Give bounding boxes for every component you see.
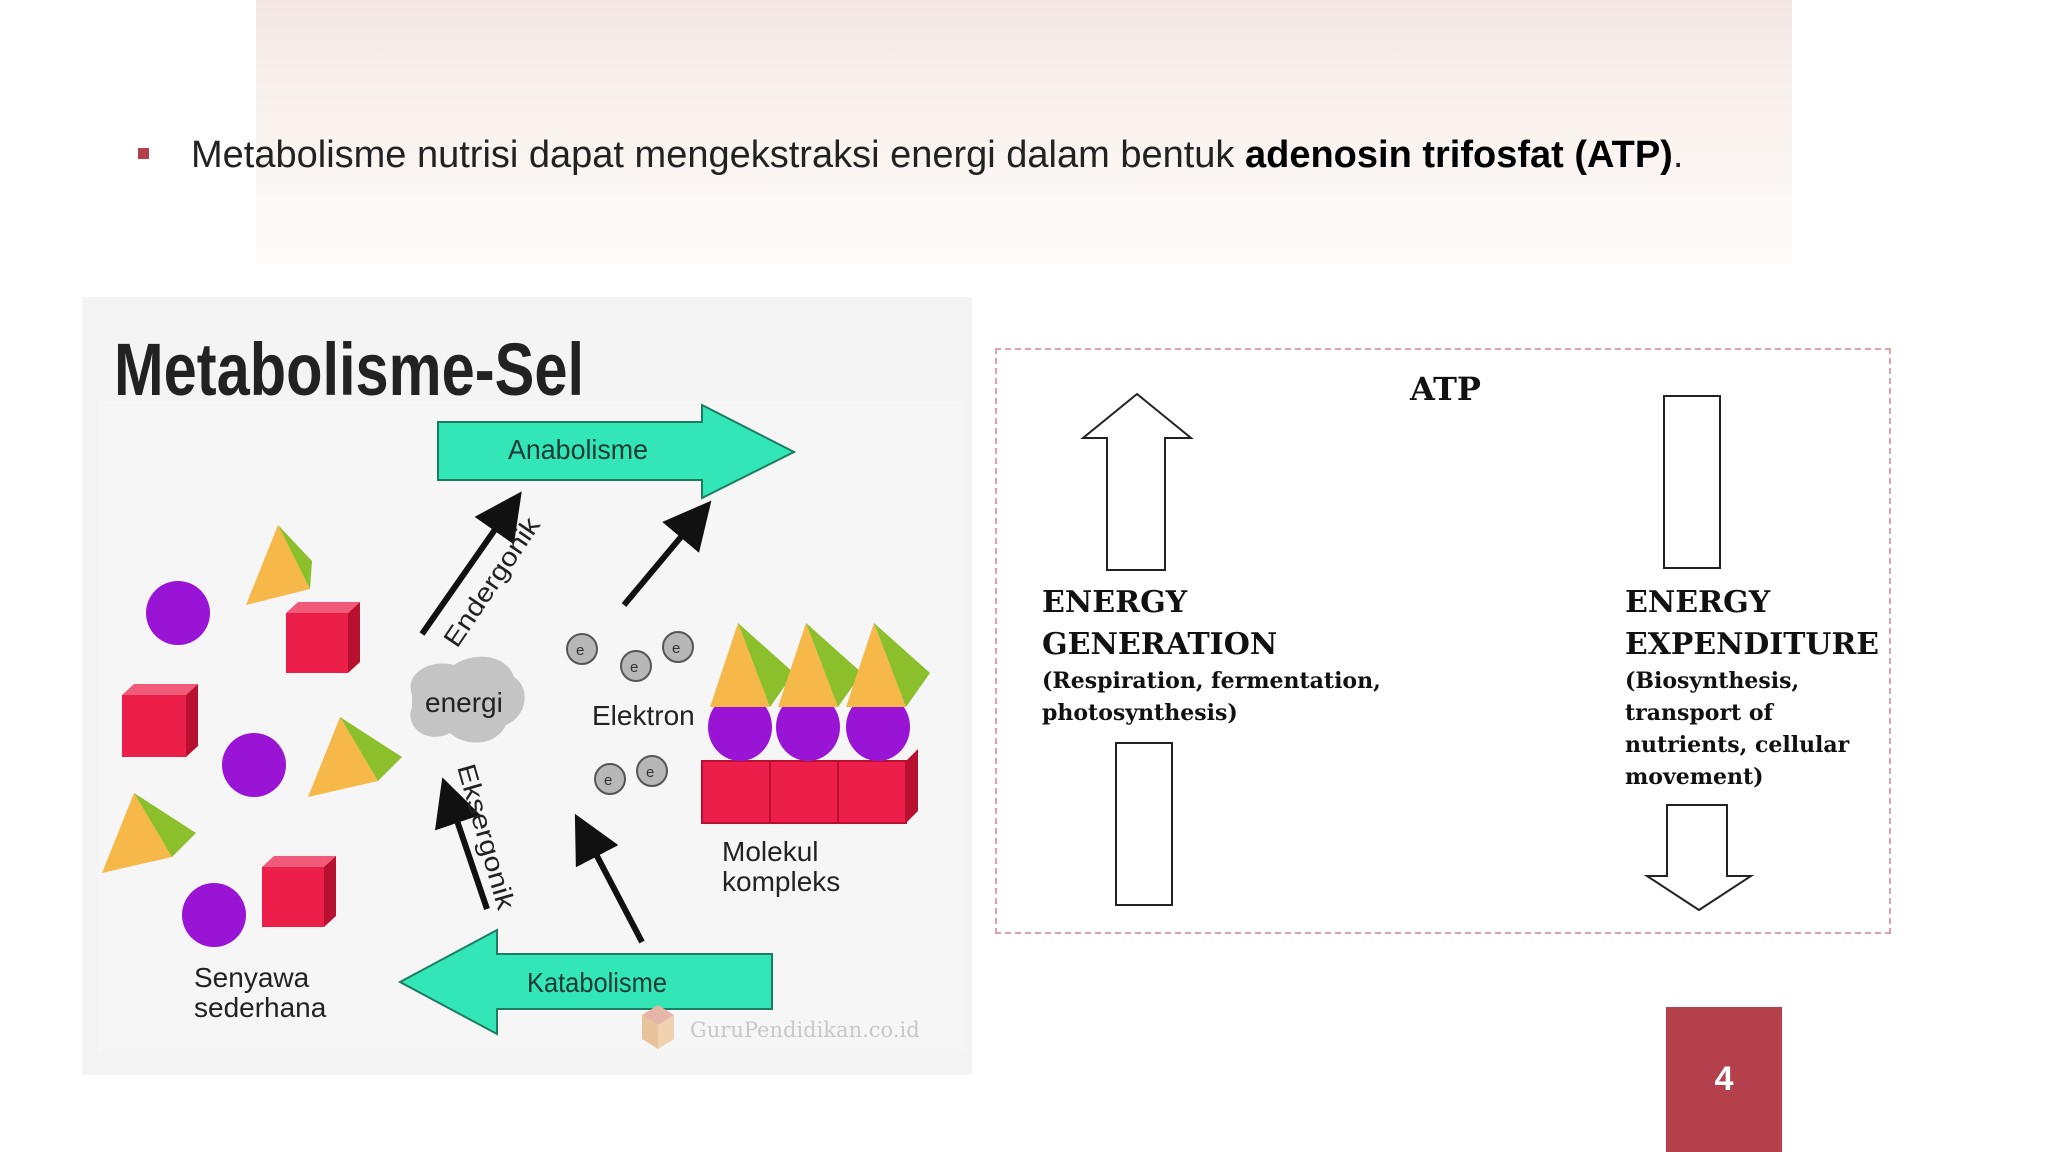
bullet-text: Metabolisme nutrisi dapat mengekstraksi …	[138, 130, 1683, 180]
atp-energy-diagram: ATP ENERGY GENERATION (Respiration, ferm…	[1042, 370, 1879, 912]
pyramid-shape	[246, 525, 312, 605]
electron-3	[662, 631, 694, 663]
energy-cloud	[410, 656, 525, 743]
simple-compounds-label-2: sederhana	[194, 992, 327, 1023]
electron-5-symbol: e	[646, 764, 654, 781]
expenditure-desc-3: nutrients, cellular	[1625, 732, 1850, 758]
generation-up-arrow	[1080, 392, 1194, 571]
electron-1	[566, 633, 598, 665]
cube-shape	[122, 684, 198, 757]
cube-shape	[286, 602, 360, 673]
bullet-text-end: .	[1672, 134, 1684, 176]
electron-4-symbol: e	[604, 772, 612, 789]
cube-shape	[262, 856, 336, 927]
cell-metabolism-diagram: Metabolisme-Sel Anabolisme Katabolisme E…	[98, 328, 964, 1051]
energy-label: energi	[425, 687, 503, 718]
electron-5	[636, 755, 668, 787]
expenditure-title-2: EXPENDITURE	[1625, 627, 1879, 662]
circle-shape	[146, 581, 210, 645]
generation-desc-1: (Respiration, fermentation,	[1042, 668, 1381, 694]
catabolism-arrow	[397, 928, 773, 1036]
generation-title-1: ENERGY	[1042, 585, 1188, 620]
exergonic-arrow	[434, 777, 490, 910]
generation-title-2: GENERATION	[1042, 627, 1277, 662]
endergonic-arrow	[419, 491, 522, 636]
atp-label: ATP	[1409, 370, 1481, 408]
complex-molecule-label-1: Molekul	[722, 836, 818, 867]
electron-group: e e e e e	[566, 631, 694, 795]
simple-compounds	[102, 525, 402, 947]
bullet-square-icon	[138, 148, 149, 160]
bullet-text-regular: Metabolisme nutrisi dapat mengekstraksi …	[191, 134, 1245, 176]
page-number: 4	[1714, 1060, 1734, 1098]
expenditure-desc-4: movement)	[1625, 764, 1764, 790]
electron-2	[620, 650, 652, 682]
expenditure-desc-2: transport of	[1625, 700, 1775, 726]
pyramid-shape	[308, 717, 402, 797]
circle-shape	[222, 733, 286, 797]
complex-molecule	[701, 623, 930, 824]
watermark-logo-icon	[642, 1005, 674, 1049]
circle-shape	[182, 883, 246, 947]
electron-3-symbol: e	[672, 640, 680, 657]
header-background	[256, 0, 1792, 262]
cell-metabolism-figure: Metabolisme-Sel Anabolisme Katabolisme E…	[82, 297, 972, 1075]
expenditure-title-1: ENERGY	[1625, 585, 1771, 620]
electron-down-arrow	[574, 813, 645, 944]
electron-2-symbol: e	[630, 659, 638, 676]
page-number-box: 4	[1666, 1007, 1782, 1152]
catabolism-label: Katabolisme	[527, 967, 667, 998]
diagram-title: Metabolisme-Sel	[114, 328, 584, 411]
expenditure-down-arrow	[1643, 804, 1755, 912]
atp-energy-figure: ATP ENERGY GENERATION (Respiration, ferm…	[995, 348, 1891, 934]
expenditure-desc-1: (Biosynthesis,	[1625, 668, 1799, 694]
anabolism-arrow	[437, 403, 797, 500]
electron-4	[594, 763, 626, 795]
electron-label: Elektron	[592, 700, 695, 731]
simple-compounds-label-1: Senyawa	[194, 962, 310, 993]
generation-desc-2: photosynthesis)	[1042, 700, 1238, 726]
complex-molecule-label-2: kompleks	[722, 866, 840, 897]
generation-bottom-bar	[1115, 742, 1173, 906]
electron-up-arrow	[621, 500, 712, 607]
expenditure-top-bar	[1663, 395, 1721, 569]
bullet-text-bold: adenosin trifosfat (ATP)	[1244, 134, 1673, 176]
watermark-text: GuruPendidikan.co.id	[690, 1018, 920, 1042]
anabolism-label: Anabolisme	[508, 434, 648, 465]
pyramid-shape	[102, 793, 196, 873]
electron-1-symbol: e	[576, 642, 584, 659]
